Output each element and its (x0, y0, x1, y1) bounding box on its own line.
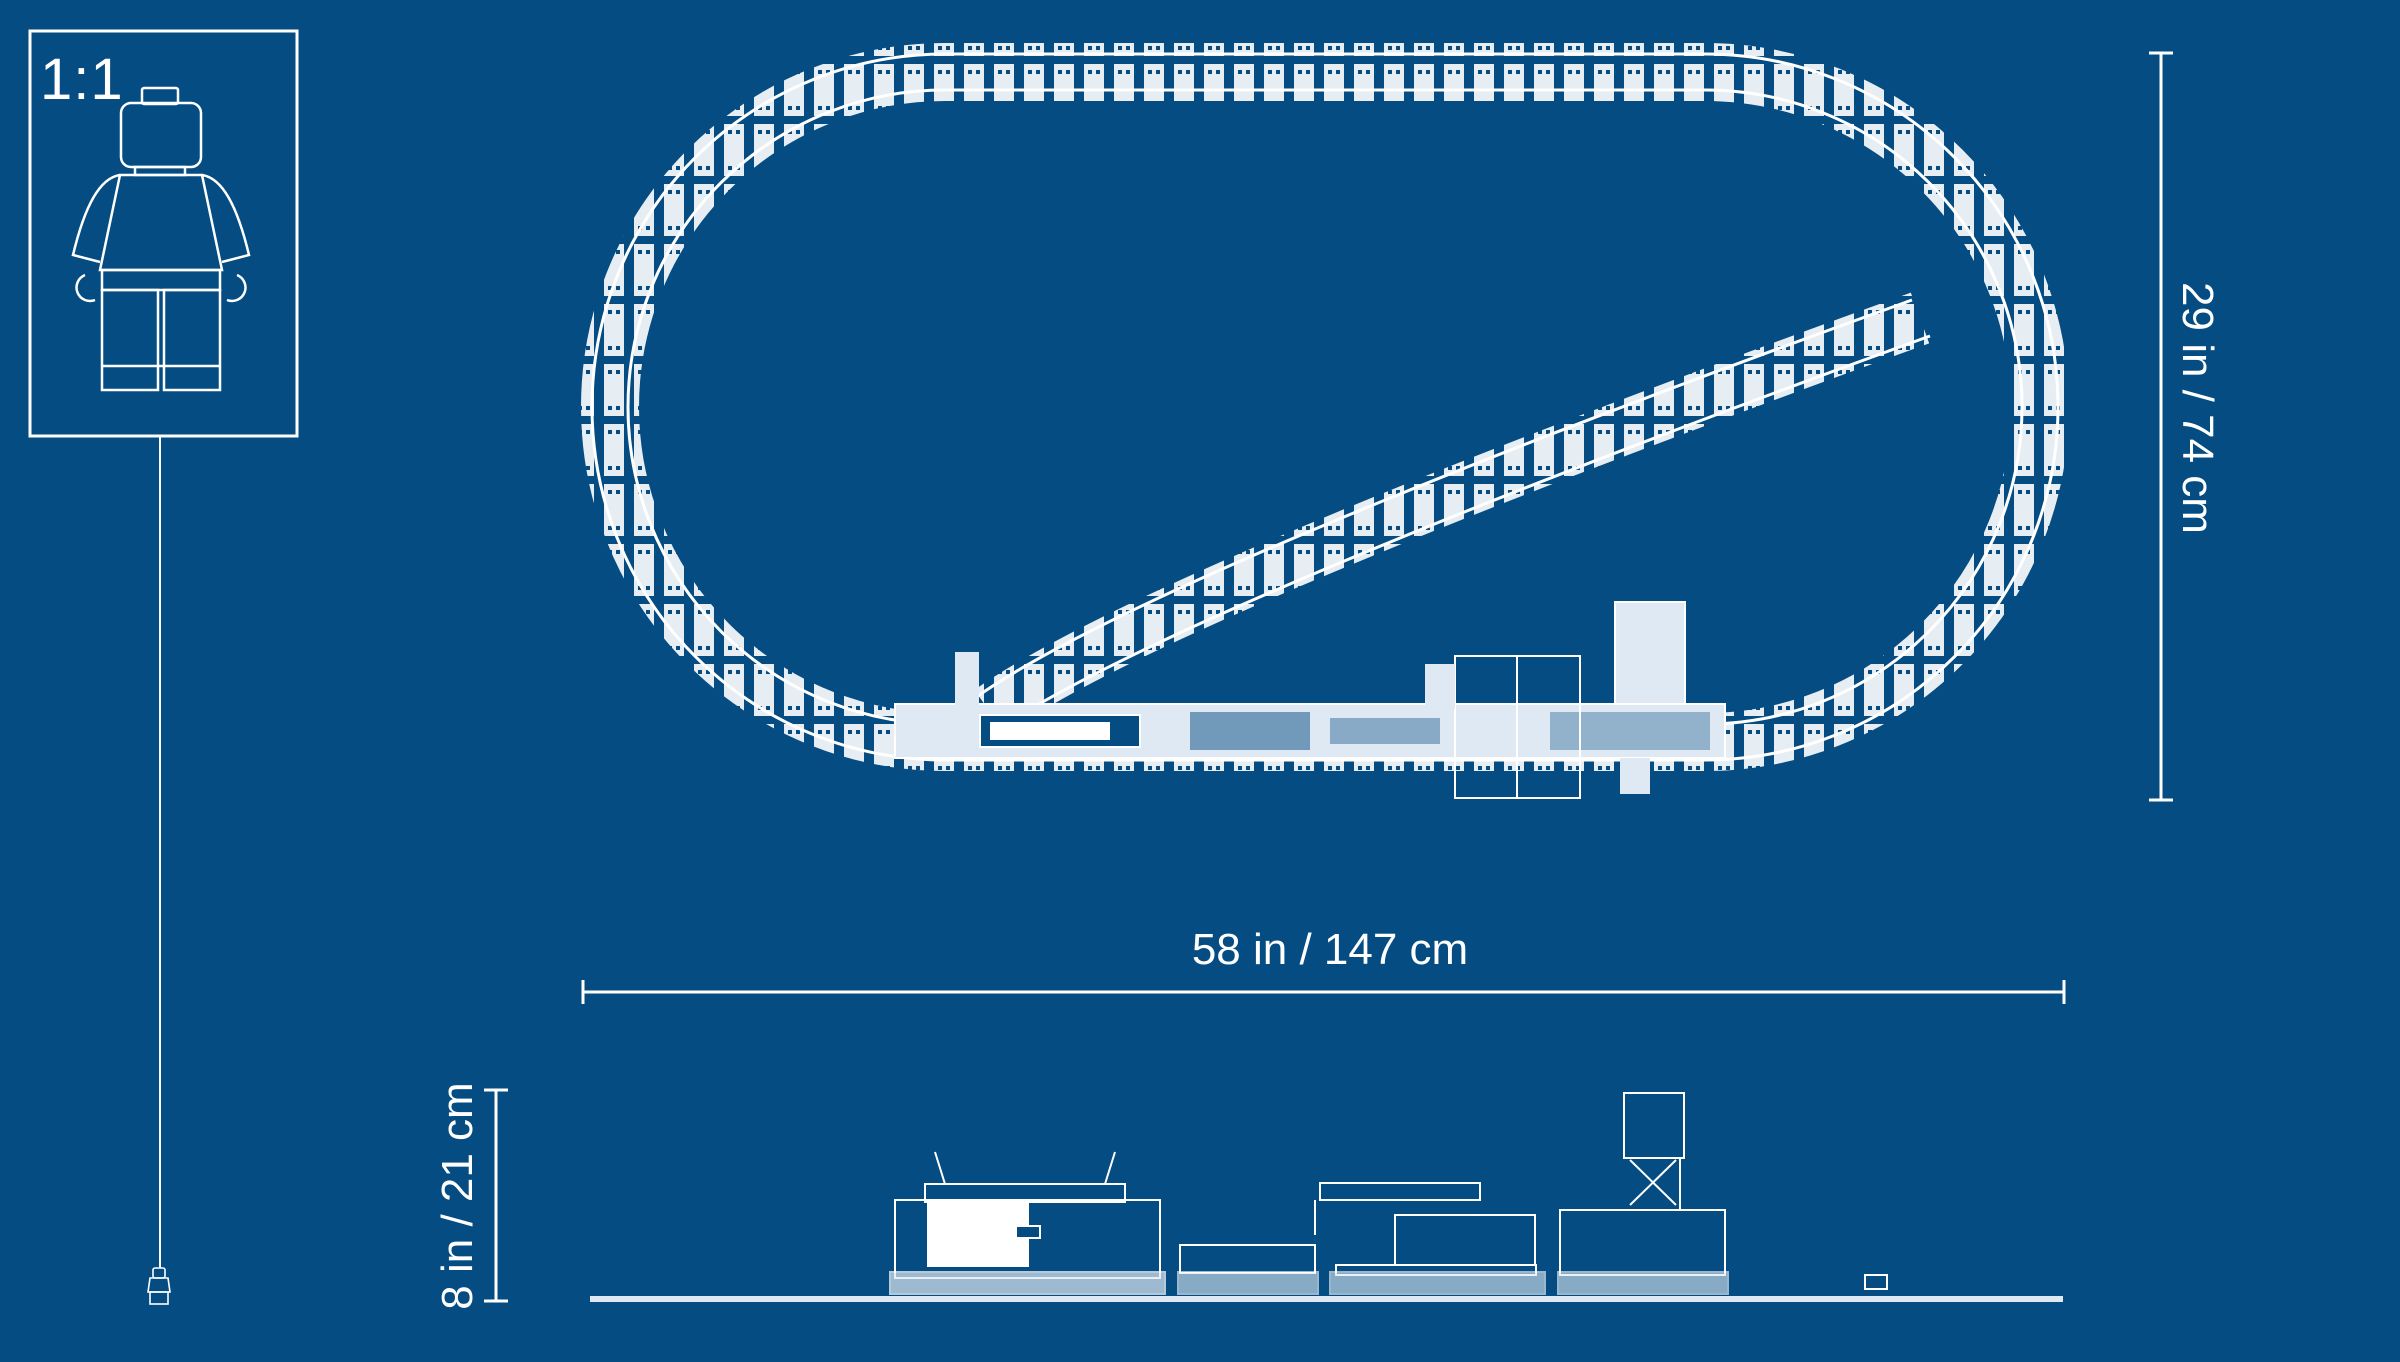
width-dimension-label: 58 in / 147 cm (1191, 925, 1469, 974)
track-layout-icon (581, 43, 2069, 771)
width-dimension-line (581, 980, 2066, 1004)
train-side-view-icon (590, 1092, 2063, 1302)
height-dimension-label: 8 in / 21 cm (433, 1082, 482, 1310)
depth-dimension-label: 29 in / 74 cm (2173, 282, 2222, 534)
height-dimension-line (484, 1088, 508, 1303)
scale-box (28, 29, 299, 1305)
scale-label: 1:1 (40, 47, 124, 112)
train-top-view-icon (894, 601, 1726, 799)
minifigure-icon (71, 86, 251, 392)
minifigure-small-icon (147, 1267, 171, 1305)
depth-dimension-line (2149, 51, 2173, 802)
